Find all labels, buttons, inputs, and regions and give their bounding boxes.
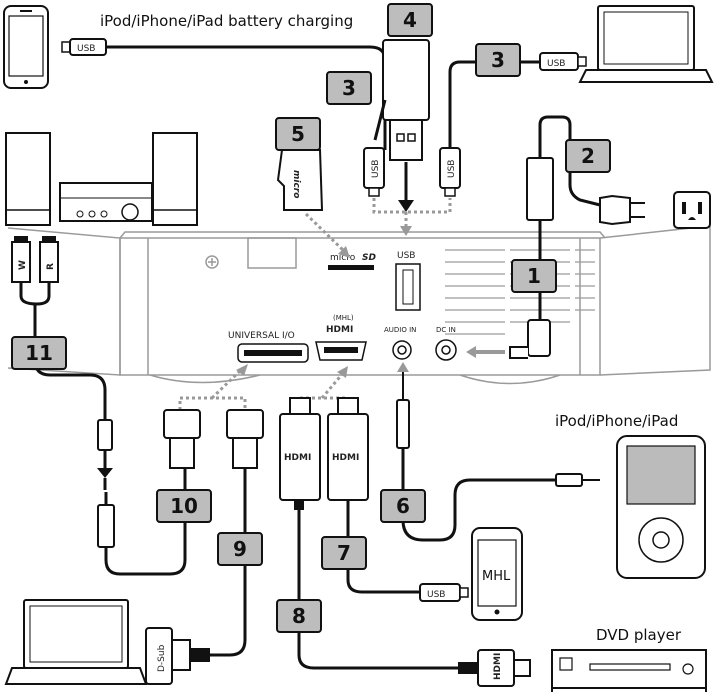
callout-4: 4 <box>387 3 433 37</box>
usb-plug-vertical-right: USB <box>439 60 490 197</box>
dvd-player-icon <box>551 649 707 692</box>
rca-r-label: R <box>46 263 56 270</box>
port-dc-in: DC IN <box>435 326 457 361</box>
callout-boxes: 1 2 3 3 4 5 6 7 <box>11 3 611 633</box>
callout-2: 2 <box>565 139 611 173</box>
usb-port-label: USB <box>397 251 415 261</box>
svg-text:5: 5 <box>291 122 305 146</box>
rca-w-label: W <box>18 260 28 270</box>
callout-11: 11 <box>11 336 67 370</box>
svg-text:11: 11 <box>25 341 53 365</box>
svg-text:10: 10 <box>170 494 198 518</box>
audio-in-label: AUDIO IN <box>384 326 416 334</box>
usb-plug-laptop: USB <box>520 52 587 71</box>
speaker-system-icon <box>5 132 198 226</box>
ipod-charging-label: iPod/iPhone/iPad battery charging <box>100 12 353 30</box>
hdmi-plug-label-2: HDMI <box>332 453 359 463</box>
laptop-bottom-icon <box>4 599 148 685</box>
callout-7: 7 <box>321 536 367 570</box>
callout-8: 8 <box>276 599 322 633</box>
usb-vert-label-right: USB <box>447 160 457 178</box>
usb-plug-phone: USB <box>61 38 107 56</box>
sd-logo: SD <box>362 253 376 263</box>
svg-text:9: 9 <box>233 537 247 561</box>
micro-sd-card-icon: micro <box>276 149 324 211</box>
hdmi-connectors: HDMI HDMI <box>279 366 460 670</box>
svg-text:3: 3 <box>491 48 505 72</box>
mhl-phone-label: MHL <box>482 569 511 584</box>
callout-5: 5 <box>275 117 321 151</box>
rca-cable: W R <box>11 236 187 576</box>
smartphone-top-icon <box>3 5 49 89</box>
micro-sd-port-label: micro <box>330 253 356 263</box>
svg-text:4: 4 <box>403 8 417 32</box>
dvd-player-label: DVD player <box>596 626 682 644</box>
ipod-device-label: iPod/iPhone/iPad <box>555 412 678 430</box>
usb-vert-label-left: USB <box>371 160 381 178</box>
callout-6: 6 <box>380 489 426 523</box>
micro-card-label: micro <box>291 170 301 198</box>
port-audio-in: AUDIO IN <box>384 326 416 360</box>
usb-laptop-label: USB <box>547 59 565 69</box>
svg-text:7: 7 <box>337 541 351 565</box>
svg-text:2: 2 <box>581 144 595 168</box>
dvd-hdmi-plug: HDMI <box>458 649 531 687</box>
callout-1: 1 <box>511 259 557 293</box>
mhl-usb-label: USB <box>427 590 445 600</box>
port-hdmi: (MHL) HDMI <box>315 314 367 361</box>
power-adapter <box>509 115 601 359</box>
mhl-port-label: (MHL) <box>333 314 354 322</box>
universal-io-label: UNIVERSAL I/O <box>228 331 295 341</box>
ipod-icon <box>616 435 706 579</box>
mhl-usb-plug: USB <box>419 583 469 602</box>
callout-10: 10 <box>156 489 212 523</box>
dc-in-label: DC IN <box>436 326 456 334</box>
mhl-phone-icon: MHL <box>471 527 523 621</box>
dsub-connector: D-Sub <box>145 627 210 685</box>
audio-cable-ipod <box>396 362 600 542</box>
callout-3-left: 3 <box>326 71 372 105</box>
universal-io-connectors <box>163 364 264 657</box>
hdmi-plug-label-1: HDMI <box>284 453 311 463</box>
callout-9: 9 <box>217 532 263 566</box>
svg-text:6: 6 <box>396 494 410 518</box>
ac-plug-icon <box>599 194 645 226</box>
svg-text:8: 8 <box>292 604 306 628</box>
usb-plug-vertical-left: USB <box>363 99 387 197</box>
dvd-hdmi-label: HDMI <box>493 653 503 680</box>
dsub-label: D-Sub <box>157 644 167 672</box>
port-universal-io: UNIVERSAL I/O <box>228 331 309 363</box>
usb-flash-drive-icon <box>382 39 430 212</box>
sd-dotted-arrow <box>304 212 347 254</box>
wall-outlet-icon <box>673 191 711 229</box>
laptop-top-icon <box>578 5 714 83</box>
svg-text:1: 1 <box>527 264 541 288</box>
port-micro-sd: micro SD <box>328 253 376 270</box>
hdmi-logo: HDMI <box>326 325 353 335</box>
usb-plug-label: USB <box>77 44 95 54</box>
callout-3-right: 3 <box>475 43 521 77</box>
svg-text:3: 3 <box>342 76 356 100</box>
port-usb: USB <box>395 251 421 311</box>
